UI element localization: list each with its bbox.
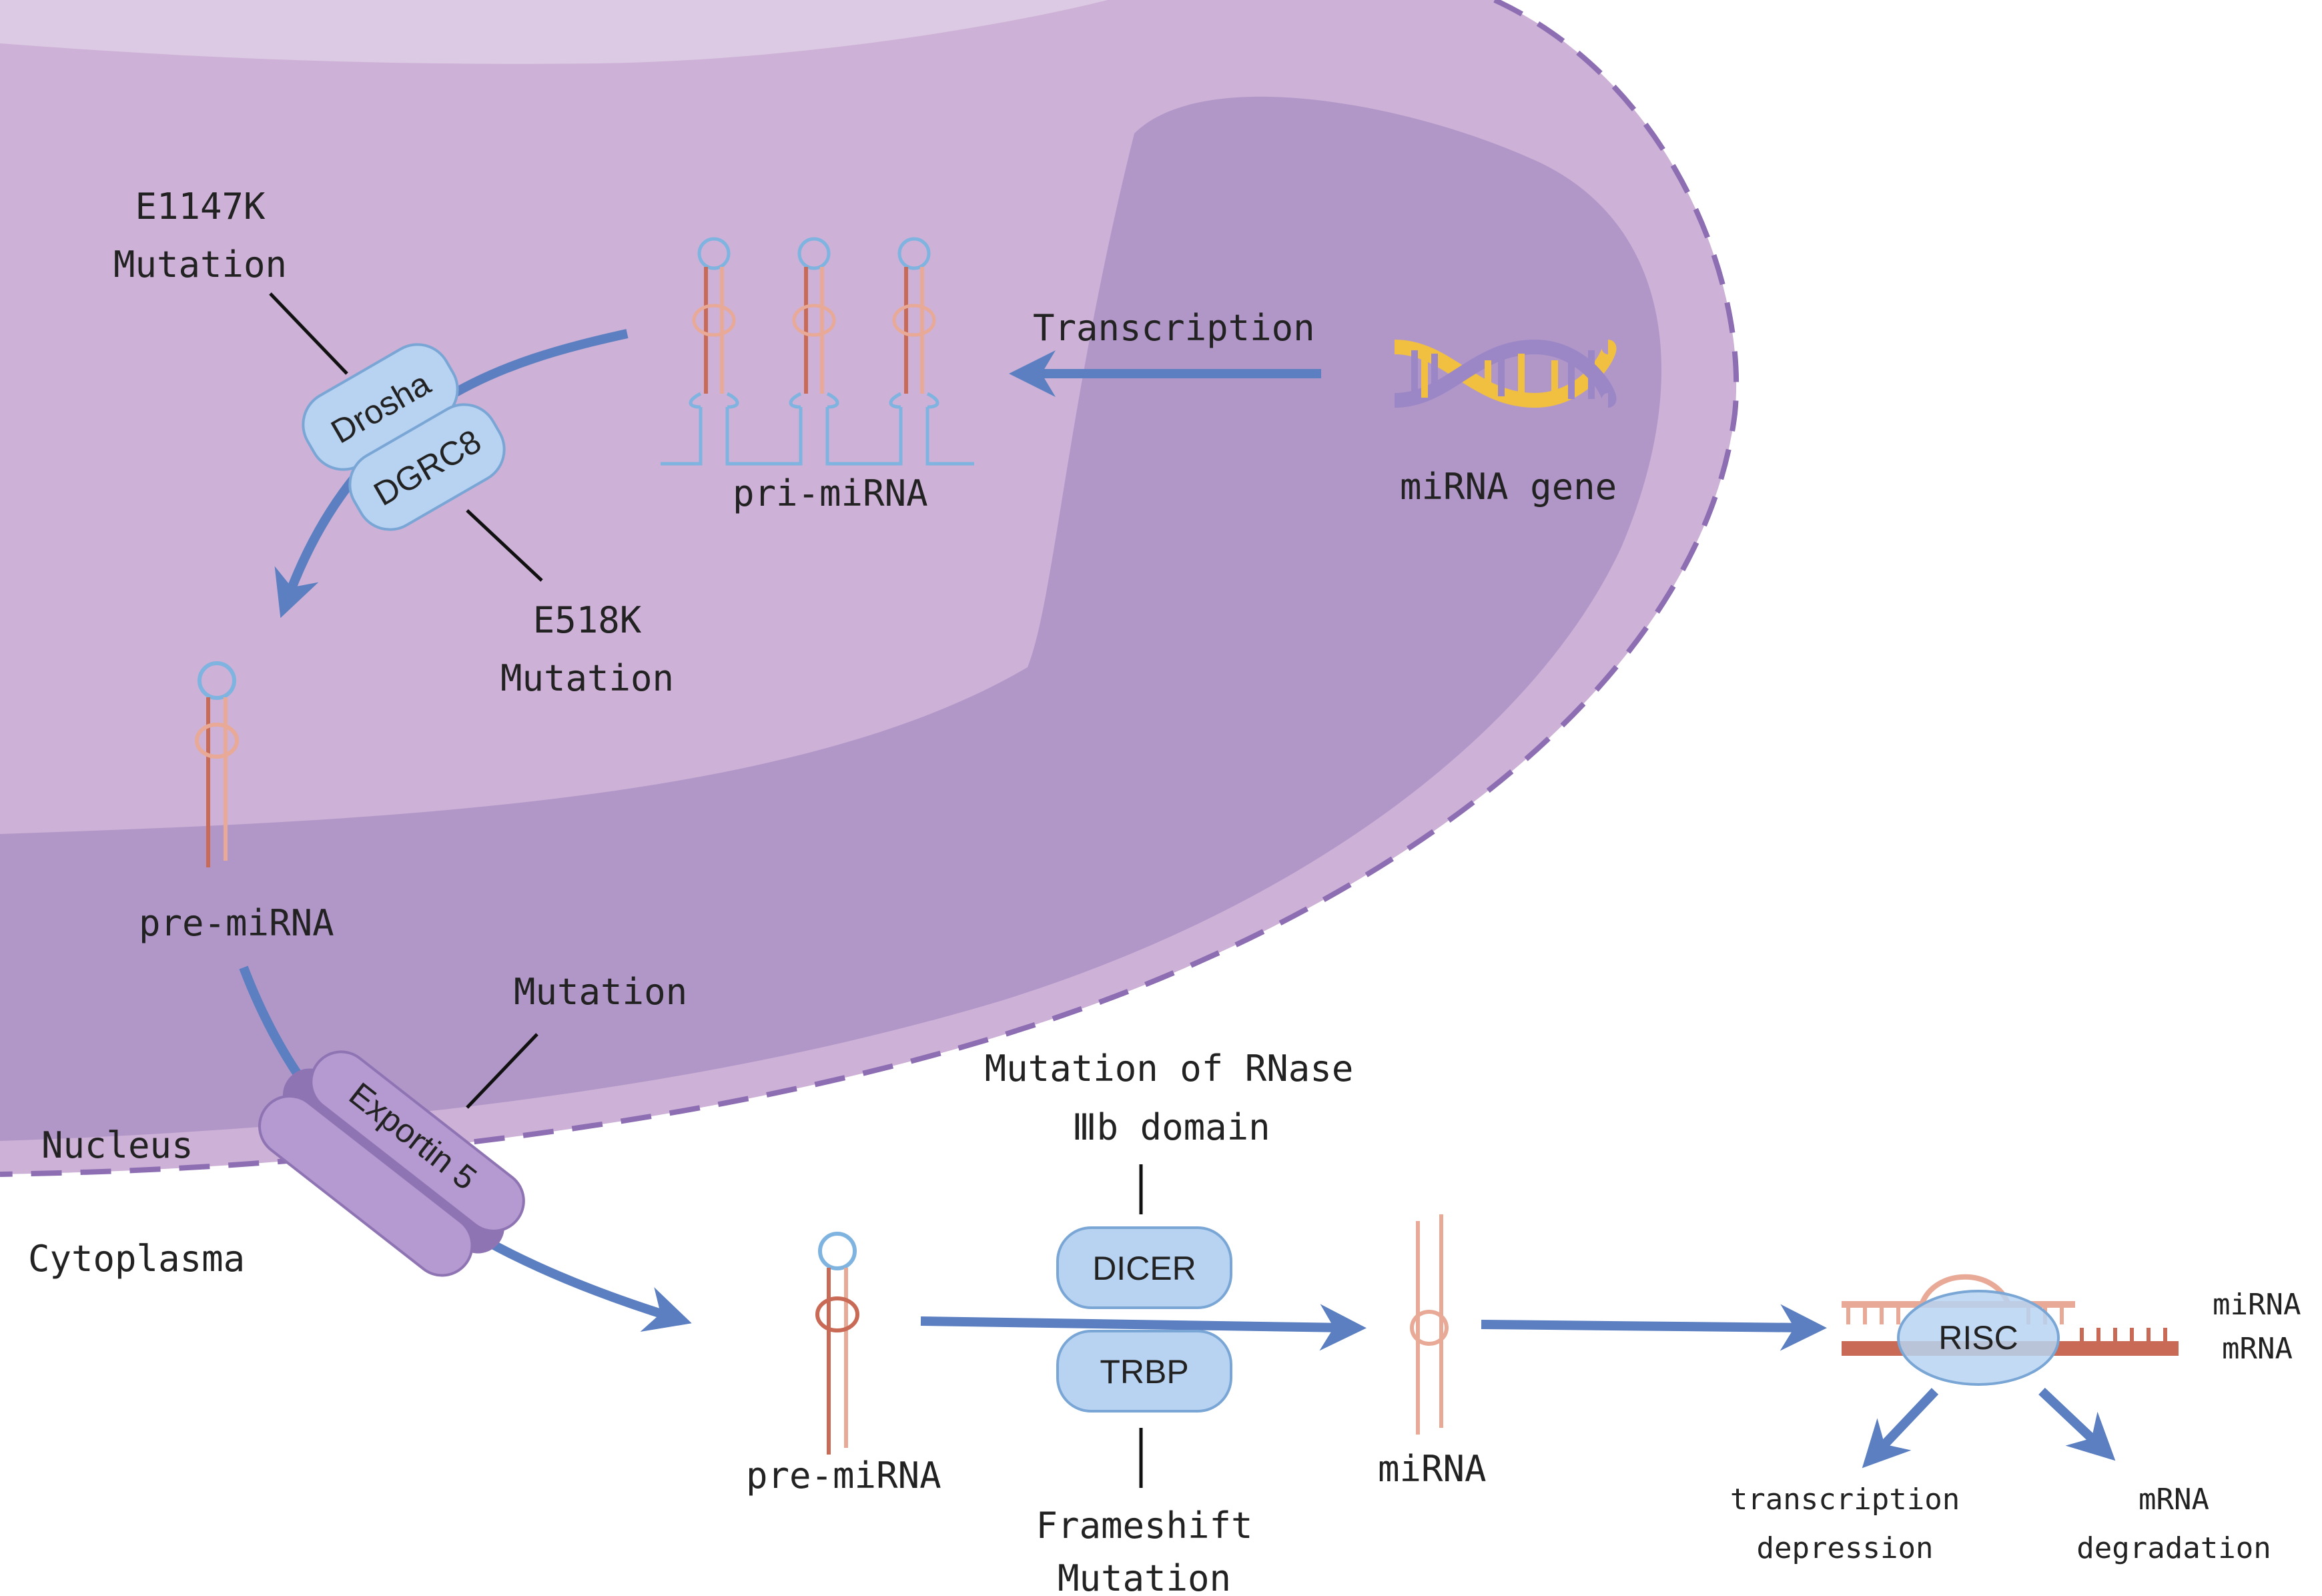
drosha-complex: Drosha DGRC8 [302, 343, 506, 531]
mrna-degradation-label-line1: mRNA [2139, 1483, 2209, 1517]
exportin-mutation-label: Mutation [514, 971, 687, 1013]
rnase-label-line2: Ⅲb domain [1072, 1106, 1270, 1148]
mrna-legend-label: mRNA [2222, 1332, 2293, 1366]
nucleus-dark-inner [0, 96, 1662, 1141]
cytoplasma-label: Cytoplasma [28, 1238, 245, 1280]
frameshift-label-line2: Mutation [1058, 1557, 1231, 1596]
transcription-depression-label-line2: depression [1757, 1531, 1934, 1565]
mrna-degradation-label-line2: degradation [2076, 1531, 2271, 1565]
pre-mirna-cyto-icon [815, 1232, 859, 1455]
e1147k-inhibition-line [269, 292, 348, 375]
e1147k-label-line1: E1147K [135, 185, 266, 228]
dna-helix-icon [1394, 339, 1617, 408]
pri-mirna-icon [661, 239, 974, 466]
mirna-gene-label: miRNA gene [1400, 466, 1617, 508]
exportin-5-channel: Exportin 5 [258, 1050, 525, 1277]
pre-mirna-nucleus-label: pre-miRNA [139, 902, 334, 944]
nucleus-label: Nucleus [41, 1124, 193, 1166]
trbp-label: TRBP [1100, 1353, 1188, 1390]
transcription-depression-label-line1: transcription [1730, 1483, 1960, 1517]
exportin-inhibition-line [466, 1033, 538, 1109]
dgrc8-protein [348, 403, 506, 531]
risc-protein [1897, 1290, 2060, 1386]
mirna-duplex-icon [1410, 1214, 1449, 1435]
mirna-label: miRNA [1378, 1448, 1487, 1490]
pre-mirna-cyto-label: pre-miRNA [746, 1455, 941, 1497]
e518k-inhibition-line [466, 509, 543, 582]
dicer-label: DICER [1092, 1250, 1196, 1287]
mirna-legend-label: miRNA [2213, 1288, 2301, 1322]
transcription-depression-arrow [1862, 1388, 1939, 1469]
risc-loading-arrow [1481, 1304, 1827, 1351]
dicer-processing-arrow [920, 1304, 1367, 1351]
pre-mirna-nucleus-icon [195, 661, 239, 867]
risc-label: RISC [1938, 1319, 2018, 1356]
rnase-label-line1: Mutation of RNase [985, 1048, 1354, 1090]
frameshift-label-line1: Frameshift [1036, 1505, 1252, 1547]
pri-mirna-label: pri-miRNA [733, 472, 928, 514]
trbp-protein [1056, 1330, 1232, 1413]
transcription-label: Transcription [1033, 307, 1315, 349]
nucleus-top-light [0, 0, 1108, 64]
risc-complex: RISC [1842, 1274, 2179, 1386]
dicer-protein [1056, 1226, 1232, 1309]
mrna-degradation-arrow [2038, 1387, 2116, 1461]
e518k-label-line2: Mutation [500, 657, 674, 699]
e518k-label-line1: E518K [533, 599, 642, 641]
e1147k-label-line2: Mutation [113, 244, 287, 286]
